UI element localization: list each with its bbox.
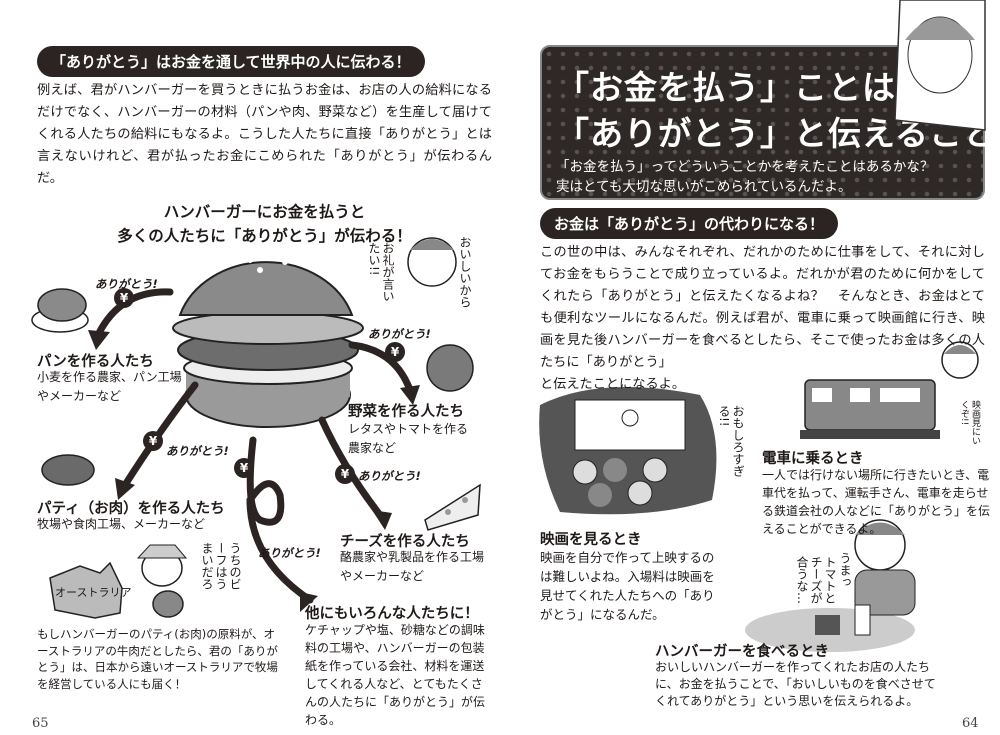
scene-title: 映画を見るとき <box>540 532 642 548</box>
cheese-icon <box>424 483 481 531</box>
boy-face-icon <box>407 237 457 287</box>
thanks-label: ありがとう! <box>358 469 421 483</box>
scene-desc: 映画を自分で作って上映するのは難しいよね。入場料は映画を見せてくれた人たちへの「… <box>540 550 715 622</box>
australia-text: もしハンバーガーのパティ(お肉)の原料が、オーストラリアの牛肉だとしたら、君の「… <box>37 627 278 691</box>
group-desc: レタスやトマトを作る農家など <box>348 422 469 455</box>
yen-icon: ¥ <box>341 467 350 481</box>
train-icon <box>800 379 940 439</box>
eater-speech: うまっ <box>838 552 852 588</box>
boy-speech: 映画見にいくぞ!! <box>959 400 980 445</box>
cinema-speech: おもしろすぎる!! <box>717 405 745 477</box>
intro-block: この世の中は、みんなそれぞれ、だれかのために仕事をして、それに対してお金をもらう… <box>540 242 985 396</box>
hero-subtitle: 実はとても大切な思いがこめられているんだよ。 <box>556 179 852 195</box>
page-number: 64 <box>962 716 979 731</box>
tomato-icon <box>426 344 474 392</box>
section-title: お金は「ありがとう」の代わりになる！ <box>540 208 839 239</box>
group-title: 野菜を作る人たち <box>348 404 464 420</box>
scene-desc: おいしいハンバーガーを作ってくれたお店の人たちに、お金を払うことで、「おいしいも… <box>655 660 936 708</box>
bread-icon <box>31 288 89 333</box>
yen-icon: ¥ <box>391 345 400 359</box>
group-title: チーズを作る人たち <box>340 534 470 550</box>
group-title: 他にもいろんな人たちに！ <box>305 606 479 622</box>
thanks-label: ありがとう! <box>166 444 229 458</box>
thanks-label: ありがとう! <box>95 277 158 291</box>
diagram-title-1: ハンバーガーにお金を払うと <box>163 203 366 221</box>
hero-subtitle: 「お金を払う」ってどういうことかを考えたことはあるかな？ <box>556 159 934 175</box>
boy-face-icon <box>941 341 979 379</box>
diagram-title-2: 多くの人たちに「ありがとう」が伝わる！ <box>117 227 412 245</box>
map-label: オーストラリア <box>55 586 132 599</box>
boy-speech: お礼が言いたい!! <box>367 242 395 302</box>
thanks-label: ありがとう! <box>368 327 431 341</box>
group-title: パティ（お肉）を作る人たち <box>37 501 225 517</box>
scene-desc: 一人では行けない場所に行きたいとき、電車代を払って、運転手さん、電車を走らせる鉄… <box>762 468 991 536</box>
thanks-label: ありがとう! <box>258 546 321 560</box>
scene-title: ハンバーガーを食べるとき <box>655 644 829 660</box>
group-title: パンを作る人たち <box>37 354 154 370</box>
group-desc: 小麦を作る農家、パン工場やメーカーなど <box>37 370 182 403</box>
yen-coins <box>114 288 405 484</box>
hero-title: 「お金を払う」ことは <box>556 68 896 107</box>
intro-text: この世の中は、みんなそれぞれ、だれかのために仕事をして、それに対してお金をもらう… <box>540 245 985 370</box>
rancher-icon <box>136 544 188 587</box>
boy-speech: おいしいから <box>458 236 472 308</box>
patty-icon <box>41 454 95 486</box>
intro-block: 例えば、君がハンバーガーを買うときに払うお金は、お店の人の給料になるだけでなく、… <box>37 80 492 248</box>
girl-icon <box>894 0 986 131</box>
intro-text: 例えば、君がハンバーガーを買うときに払うお金は、お店の人の給料になるだけでなく、… <box>37 83 492 186</box>
intro-text-end: と伝えたことになるよ。 <box>540 377 686 392</box>
hamburger-icon <box>172 252 364 428</box>
cinema-icon <box>539 387 717 515</box>
eater-speech: トマトとチーズが合うな… <box>795 556 837 604</box>
group-desc: 牧場や食肉工場、メーカーなど <box>37 517 206 531</box>
rancher-speech: うちのビーフはうまいだろ <box>200 542 242 590</box>
australia-map-icon <box>49 561 123 619</box>
yen-icon: ¥ <box>240 461 249 475</box>
cow-icon <box>152 590 184 618</box>
yen-icon: ¥ <box>149 434 158 448</box>
group-desc: ケチャップや塩、砂糖などの調味料の工場や、ハンバーガーの包装紙を作っている会社、… <box>305 623 486 727</box>
arrow-heads <box>88 330 420 612</box>
group-desc: 酪農家や乳製品を作る工場やメーカーなど <box>340 550 485 583</box>
eating-boy-icon <box>745 519 916 652</box>
scene-title: 電車に乗るとき <box>762 451 864 467</box>
section-title: 「ありがとう」はお金を通して世界中の人に伝わる！ <box>37 46 425 77</box>
page-number: 65 <box>32 716 49 731</box>
yen-icon: ¥ <box>120 291 129 305</box>
